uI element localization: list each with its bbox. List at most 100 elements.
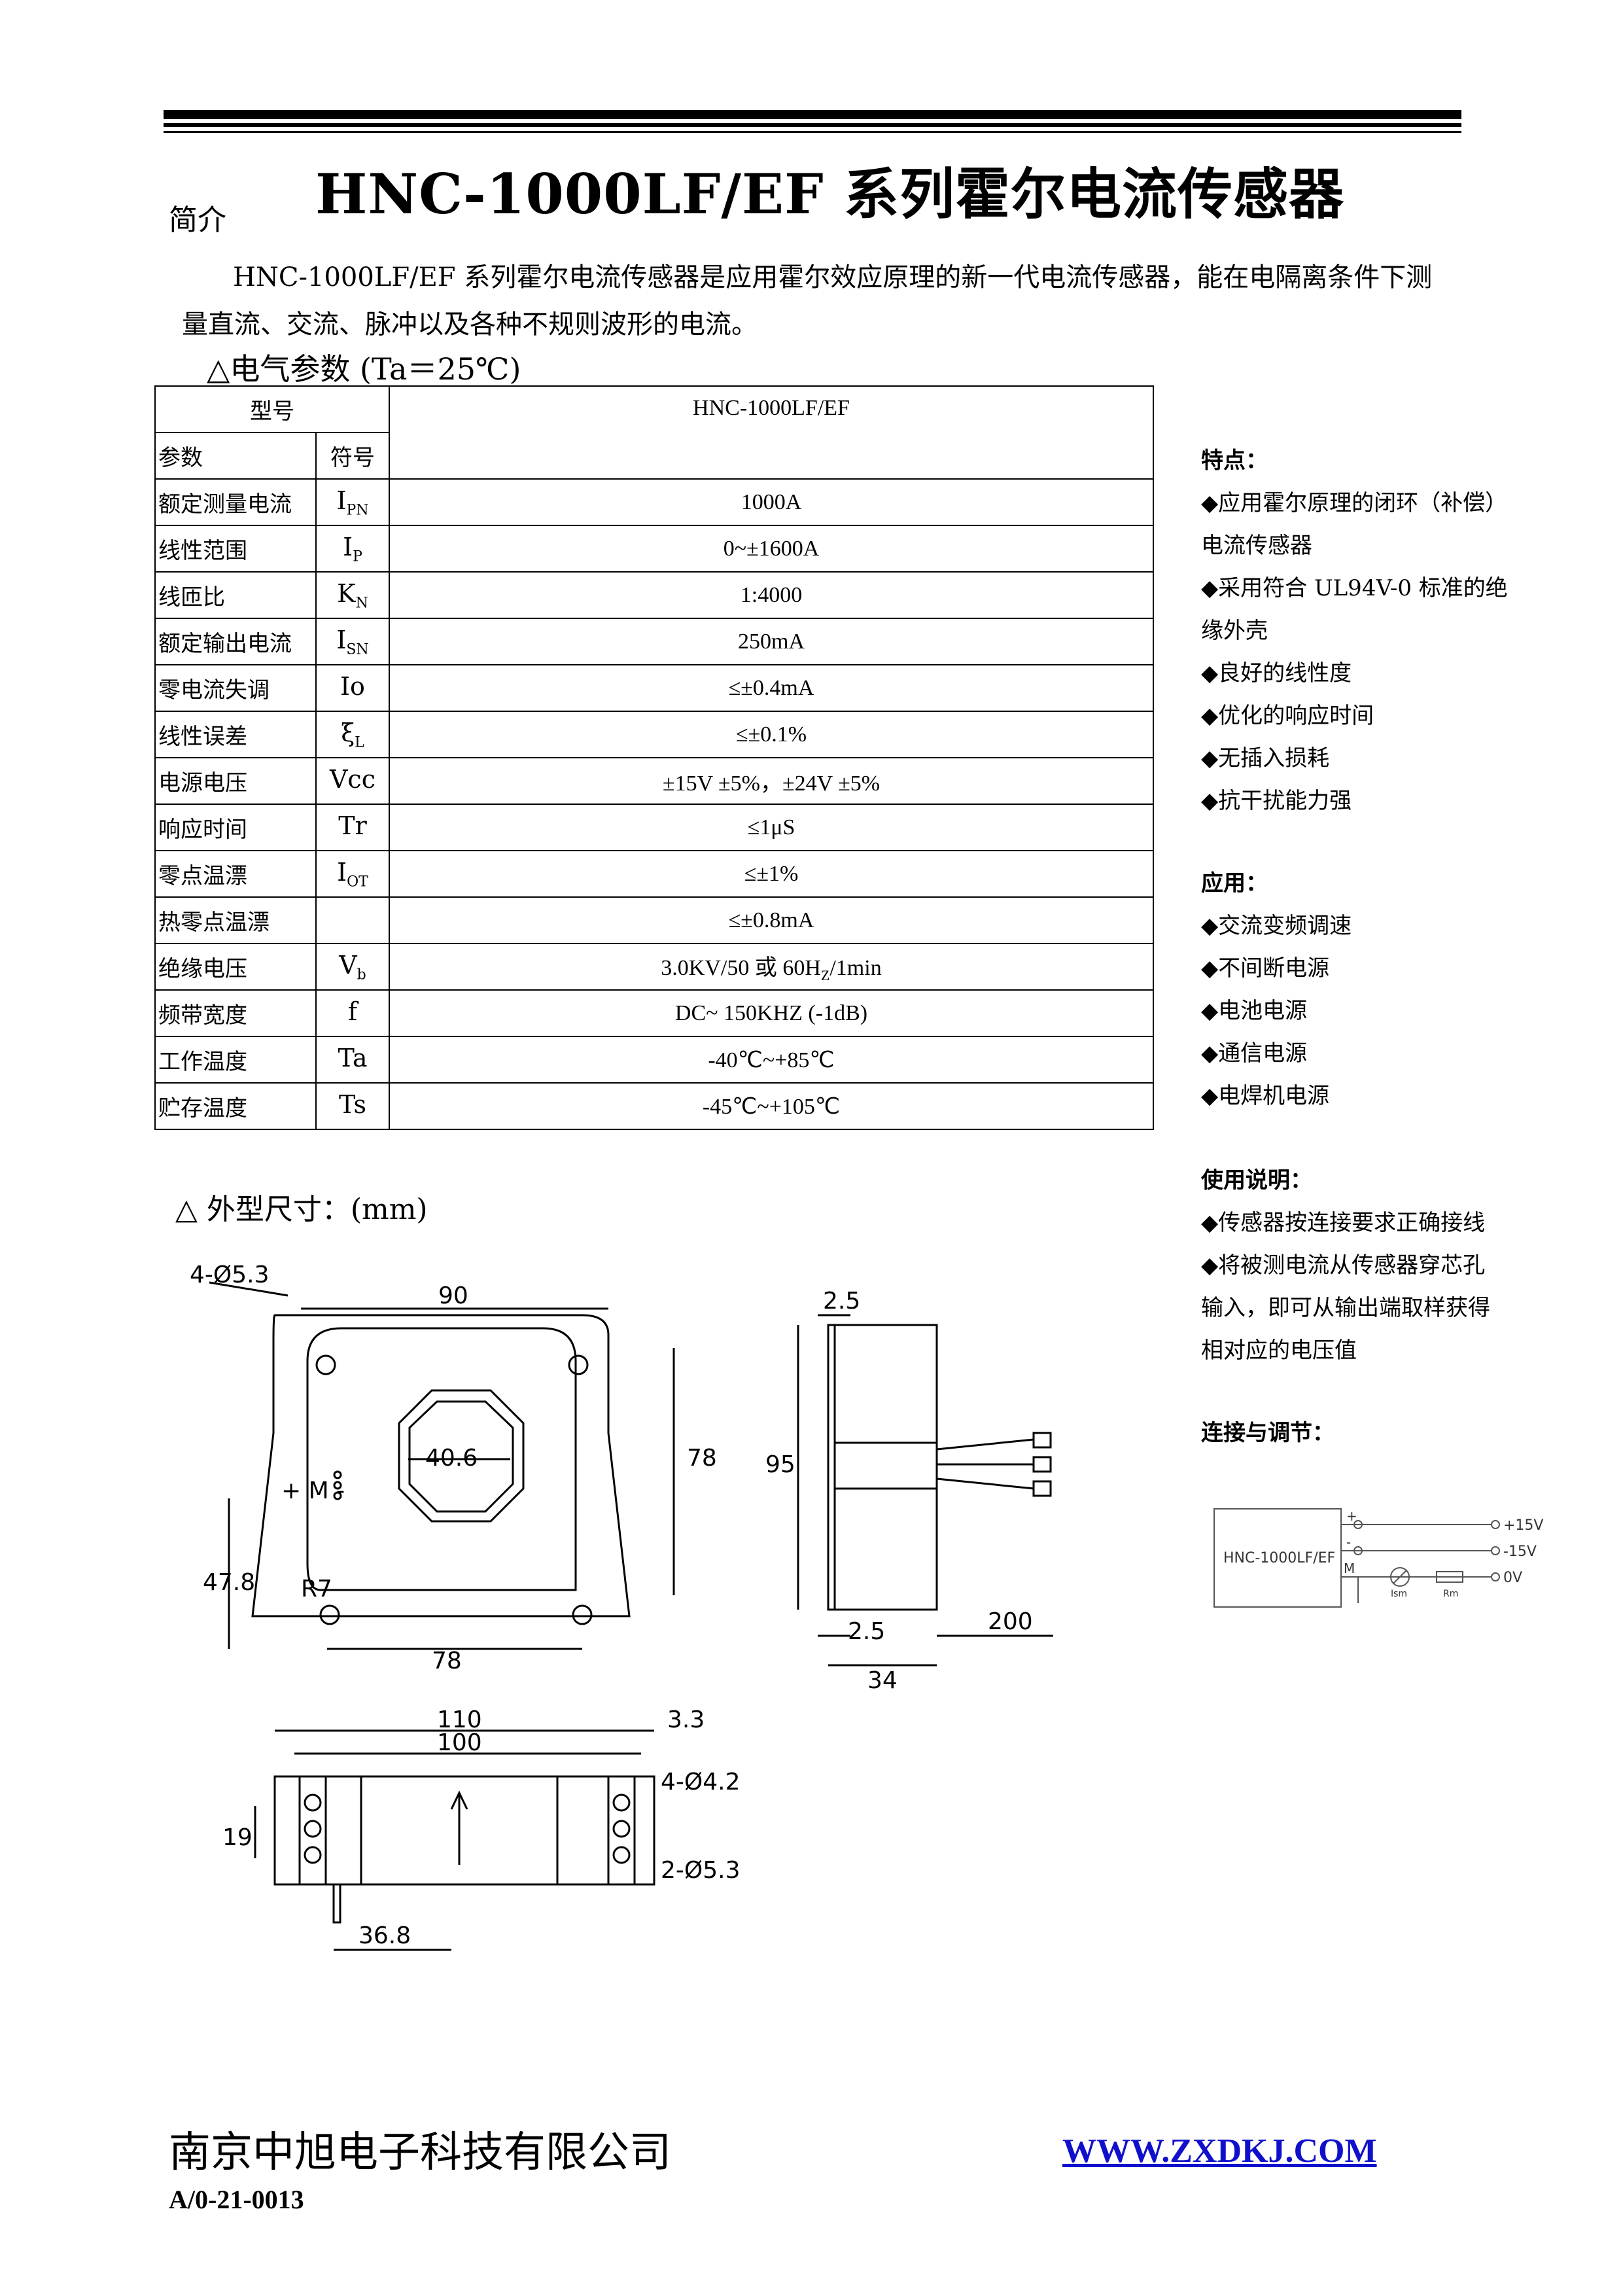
symbol-text: Tr: [338, 811, 367, 840]
symbol-cell: Ts: [315, 1082, 390, 1130]
symbol-text: ξ: [341, 718, 355, 747]
value-cell: ±15V ±5%，±24V ±5%: [389, 757, 1154, 805]
symbol-cell: f: [315, 989, 390, 1037]
symbol-cell: IOT: [315, 850, 390, 898]
param-cell: 响应时间: [154, 804, 317, 851]
header-rule-thick: [164, 110, 1461, 119]
value-text: 250mA: [738, 629, 805, 654]
param-cell: 零点温漂: [154, 850, 317, 898]
symbol-text: I: [336, 486, 347, 515]
unit-suffix: /1min: [829, 956, 882, 981]
v-minus-label: -15V: [1503, 1544, 1537, 1560]
dim-thick2: 2.5: [848, 1618, 885, 1645]
value-cell: -40℃~+85℃: [389, 1036, 1154, 1084]
value-cell: 1:4000: [389, 571, 1154, 619]
dim-w368: 36.8: [358, 1922, 411, 1949]
value-text: ±15V ±5%，±24V ±5%: [662, 771, 881, 796]
value-text: 0~±1600A: [723, 536, 820, 561]
list-item: ◆不间断电源: [1201, 955, 1330, 981]
dim-width: 90: [438, 1282, 468, 1309]
dim-w100: 100: [437, 1729, 482, 1756]
dim-bottom78: 78: [432, 1648, 462, 1674]
company-name: 南京中旭电子科技有限公司: [169, 2128, 671, 2177]
list-item: 缘外壳: [1201, 618, 1268, 644]
table-row: 热零点温漂 ≤±0.8mA: [154, 896, 1154, 944]
list-item: ◆采用符合 UL94V-0 标准的绝: [1201, 575, 1508, 601]
value-cell: -45℃~+105℃: [389, 1082, 1154, 1130]
param-cell: 额定测量电流: [154, 478, 317, 526]
param-cell: 线性范围: [154, 525, 317, 573]
value-cell: ≤±1%: [389, 850, 1154, 898]
model-value: HNC-1000LF/EF: [389, 385, 1154, 480]
symbol-cell: Vb: [315, 943, 390, 991]
intro-text: HNC-1000LF/EF 系列霍尔电流传感器是应用霍尔效应原理的新一代电流传感…: [182, 262, 1433, 340]
symbol-cell: KN: [315, 571, 390, 619]
header-rule-thin: [164, 131, 1461, 133]
table-row: 频带宽度 f DC~ 150KHZ (-1dB): [154, 989, 1154, 1037]
dim-height47: 47.8: [203, 1569, 255, 1596]
features-section: 特点： ◆应用霍尔原理的闭环（补偿）电流传感器◆采用符合 UL94V-0 标准的…: [1201, 440, 1554, 822]
list-item: 相对应的电压值: [1201, 1337, 1357, 1364]
symbol-cell: Ta: [315, 1036, 390, 1084]
dim-holes: 4-Ø5.3: [190, 1262, 269, 1288]
param-cell: 工作温度: [154, 1036, 317, 1084]
symbol-subscript: b: [357, 966, 366, 983]
symbol-subscript: N: [355, 595, 368, 612]
symbol-cell: Vcc: [315, 757, 390, 805]
value-cell: DC~ 150KHZ (-1dB): [389, 989, 1154, 1037]
symbol-text: f: [347, 997, 358, 1026]
dim-radius: R7: [301, 1576, 332, 1602]
param-cell: 热零点温漂: [154, 896, 317, 944]
symbol-cell: IPN: [315, 478, 390, 526]
intro-label: 简介: [169, 203, 226, 237]
value-cell: ≤±0.8mA: [389, 896, 1154, 944]
value-cell: ≤1μS: [389, 804, 1154, 851]
dim-height95: 95: [765, 1451, 795, 1478]
param-cell: 线匝比: [154, 571, 317, 619]
hole-icon: [572, 1604, 593, 1625]
symbol-subscript: PN: [346, 502, 369, 519]
v-plus-label: +15V: [1503, 1517, 1543, 1534]
table-row-model: 型号 HNC-1000LF/EF: [154, 385, 1154, 480]
param-cell: 贮存温度: [154, 1082, 317, 1130]
value-text: 3.0KV/50 或 60H: [661, 956, 821, 981]
value-cell: 0~±1600A: [389, 525, 1154, 573]
param-cell: 绝缘电压: [154, 943, 317, 991]
value-text: ≤±0.8mA: [728, 908, 814, 932]
bottom-view-body: [273, 1775, 655, 1886]
list-item: ◆良好的线性度: [1201, 660, 1352, 686]
value-text: ≤±1%: [744, 861, 799, 886]
octagon-hole-outer: [398, 1389, 525, 1523]
list-item: ◆传感器按连接要求正确接线: [1201, 1210, 1486, 1236]
symbol-cell: [315, 896, 390, 944]
symbol-subscript: P: [353, 548, 362, 565]
symbol-cell: IP: [315, 525, 390, 573]
table-row: 响应时间 Tr ≤1μS: [154, 804, 1154, 851]
ism-label: Ism: [1391, 1589, 1407, 1599]
dim-inner: 40.6: [425, 1445, 478, 1472]
list-item: ◆抗干扰能力强: [1201, 788, 1352, 814]
dim-holes53: 2-Ø5.3: [661, 1857, 740, 1884]
dim-pins: + M -: [281, 1477, 345, 1504]
param-cell: 频带宽度: [154, 989, 317, 1037]
applications-title: 应用：: [1201, 870, 1268, 896]
symbol-text: K: [337, 578, 356, 608]
symbol-text: Vcc: [329, 764, 375, 794]
symbol-text: V: [339, 950, 357, 980]
value-text: -45℃~+105℃: [702, 1094, 841, 1119]
dim-h33: 3.3: [667, 1706, 705, 1733]
website-link[interactable]: WWW.ZXDKJ.COM: [1062, 2132, 1377, 2170]
applications-section: 应用： ◆交流变频调速◆不间断电源◆电池电源◆通信电源◆电焊机电源: [1201, 862, 1554, 1118]
symbol-cell: Io: [315, 664, 390, 712]
hole-icon: [315, 1354, 336, 1375]
value-text: ≤±0.1%: [735, 722, 807, 747]
symbol-cell: ξL: [315, 711, 390, 758]
list-item: ◆电焊机电源: [1201, 1083, 1330, 1109]
